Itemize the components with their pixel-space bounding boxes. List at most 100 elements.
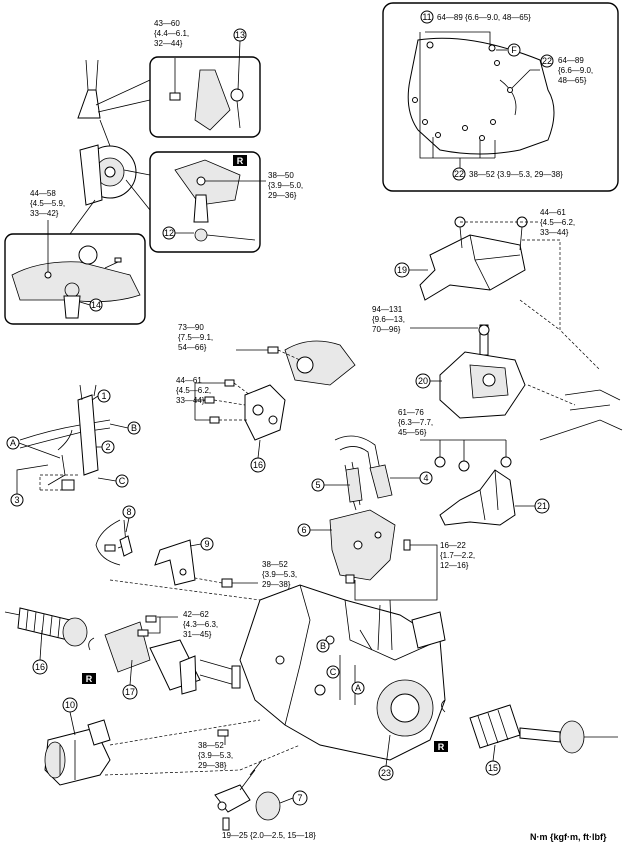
replace-mark-left-label: R — [86, 674, 93, 684]
svg-text:{3.9—5.3,: {3.9—5.3, — [198, 751, 233, 760]
callout-21-label: 21 — [537, 501, 547, 511]
starter-motor — [44, 719, 111, 786]
replace-mark-right — [434, 741, 448, 752]
svg-text:48—65}: 48—65} — [558, 76, 587, 85]
callout-15-label: 15 — [488, 763, 498, 773]
callout-f — [507, 43, 521, 57]
mount-21 — [434, 456, 516, 526]
svg-text:42—62: 42—62 — [183, 610, 209, 619]
callout-10-label: 10 — [65, 700, 75, 710]
left-drive-shaft — [4, 607, 88, 647]
mount-20 — [439, 324, 526, 419]
torque-64-89-right: 64—89 {6.6—9.0, 48—65} — [558, 56, 593, 85]
svg-text:{4.5—6.2,: {4.5—6.2, — [540, 218, 575, 227]
select-cables — [334, 435, 393, 511]
svg-text:{6.6—9.0,: {6.6—9.0, — [558, 66, 593, 75]
svg-text:61—76: 61—76 — [398, 408, 424, 417]
knuckle-assembly — [77, 59, 137, 206]
callout-20-label: 20 — [418, 376, 428, 386]
callout-6-label: 6 — [301, 525, 306, 535]
replace-mark-top-label: R — [237, 156, 244, 166]
svg-text:{7.5—9.1,: {7.5—9.1, — [178, 333, 213, 342]
callout-11-label: 11 — [422, 12, 431, 22]
callout-17-label: 17 — [125, 687, 135, 697]
torque-19-25: 19—25 {2.0—2.5, 15—18} — [222, 831, 316, 840]
replace-mark-left — [82, 673, 96, 684]
callout-4-label: 4 — [423, 473, 428, 483]
svg-text:44—61: 44—61 — [176, 376, 202, 385]
letter-c-center-label: C — [330, 667, 337, 677]
callout-23-label: 23 — [381, 768, 391, 778]
svg-text:16—22: 16—22 — [440, 541, 466, 550]
svg-text:{4.3—6.3,: {4.3—6.3, — [183, 620, 218, 629]
svg-text:{4.4—6.1,: {4.4—6.1, — [154, 29, 189, 38]
callout-1-label: 1 — [101, 391, 106, 401]
right-drive-shaft-17 — [104, 615, 241, 695]
torque-73-90: 73—90 {7.5—9.1, 54—66} — [178, 323, 213, 352]
svg-text:33—44}: 33—44} — [540, 228, 569, 237]
svg-text:{4.5—6.2,: {4.5—6.2, — [176, 386, 211, 395]
callout-16-mid-label: 16 — [253, 460, 263, 470]
svg-text:32—44}: 32—44} — [154, 39, 183, 48]
svg-text:12—16}: 12—16} — [440, 561, 469, 570]
letter-b-center — [316, 639, 330, 653]
svg-text:70—96}: 70—96} — [372, 325, 401, 334]
letter-b-left-label: B — [131, 423, 137, 433]
callout-22-right — [540, 54, 554, 68]
svg-text:33—44}: 33—44} — [176, 396, 205, 405]
svg-text:64—89: 64—89 — [558, 56, 584, 65]
callout-5-label: 5 — [315, 480, 320, 490]
torque-43-60: 43—60 {4.4—6.1, 32—44} — [154, 19, 189, 48]
callout-22-bottom-label: 22 — [454, 169, 464, 179]
svg-text:{3.9—5.3,: {3.9—5.3, — [262, 570, 297, 579]
shift-cable-assembly — [19, 384, 111, 491]
svg-text:{6.3—7.7,: {6.3—7.7, — [398, 418, 433, 427]
transaxle-body — [239, 584, 446, 761]
letter-a-center — [351, 681, 365, 695]
svg-text:45—56}: 45—56} — [398, 428, 427, 437]
svg-text:{1.7—2.2,: {1.7—2.2, — [440, 551, 475, 560]
letter-a-center-label: A — [355, 683, 361, 693]
torque-42-62: 42—62 {4.3—6.3, 31—45} — [183, 610, 218, 639]
letter-a-left-label: A — [10, 438, 16, 448]
letter-b-center-label: B — [320, 641, 326, 651]
torque-44-58: 44—58 {4.5—5.9, 33—42} — [30, 189, 65, 218]
svg-text:44—61: 44—61 — [540, 208, 566, 217]
callout-3-label: 3 — [14, 495, 19, 505]
callout-16-left-label: 16 — [35, 662, 45, 672]
cable-bracket-6 — [329, 509, 396, 581]
callout-8-label: 8 — [126, 507, 131, 517]
svg-text:38—52: 38—52 — [198, 741, 224, 750]
torque-94-131: 94—131 {9.6—13, 70—96} — [372, 305, 405, 334]
torque-38-50: 38—50 {3.9—5.0, 29—36} — [268, 171, 303, 200]
torque-38-52-mid: 38—52 {3.9—5.3, 29—38} — [262, 560, 297, 589]
svg-text:29—38}: 29—38} — [198, 761, 227, 770]
callout-9-label: 9 — [204, 539, 209, 549]
callout-14-label: 14 — [91, 300, 101, 310]
callout-22-right-label: 22 — [542, 56, 552, 66]
svg-text:{9.6—13,: {9.6—13, — [372, 315, 405, 324]
harness-8-bracket-9 — [95, 519, 196, 586]
svg-text:43—60: 43—60 — [154, 19, 180, 28]
torque-38-52-inset: 38—52 {3.9—5.3, 29—38} — [469, 170, 563, 179]
svg-text:{3.9—5.0,: {3.9—5.0, — [268, 181, 303, 190]
replace-mark-right-label: R — [438, 742, 445, 752]
svg-text:33—42}: 33—42} — [30, 209, 59, 218]
svg-text:44—58: 44—58 — [30, 189, 56, 198]
svg-text:73—90: 73—90 — [178, 323, 204, 332]
svg-text:38—50: 38—50 — [268, 171, 294, 180]
svg-text:94—131: 94—131 — [372, 305, 403, 314]
right-drive-shaft-15 — [441, 699, 618, 754]
callout-12-label: 12 — [164, 228, 174, 238]
callout-7-label: 7 — [297, 793, 302, 803]
svg-text:54—66}: 54—66} — [178, 343, 207, 352]
torque-38-52-low: 38—52 {3.9—5.3, 29—38} — [198, 741, 233, 770]
torque-44-61-mid: 44—61 {4.5—6.2, 33—44} — [176, 376, 211, 405]
torque-64-89-top: 64—89 {6.6—9.0, 48—65} — [437, 13, 531, 22]
callout-22-bottom — [452, 167, 466, 181]
letter-c-left-label: C — [119, 476, 126, 486]
svg-text:38—52: 38—52 — [262, 560, 288, 569]
torque-44-61-top: 44—61 {4.5—6.2, 33—44} — [540, 208, 575, 237]
part-7 — [214, 759, 281, 821]
